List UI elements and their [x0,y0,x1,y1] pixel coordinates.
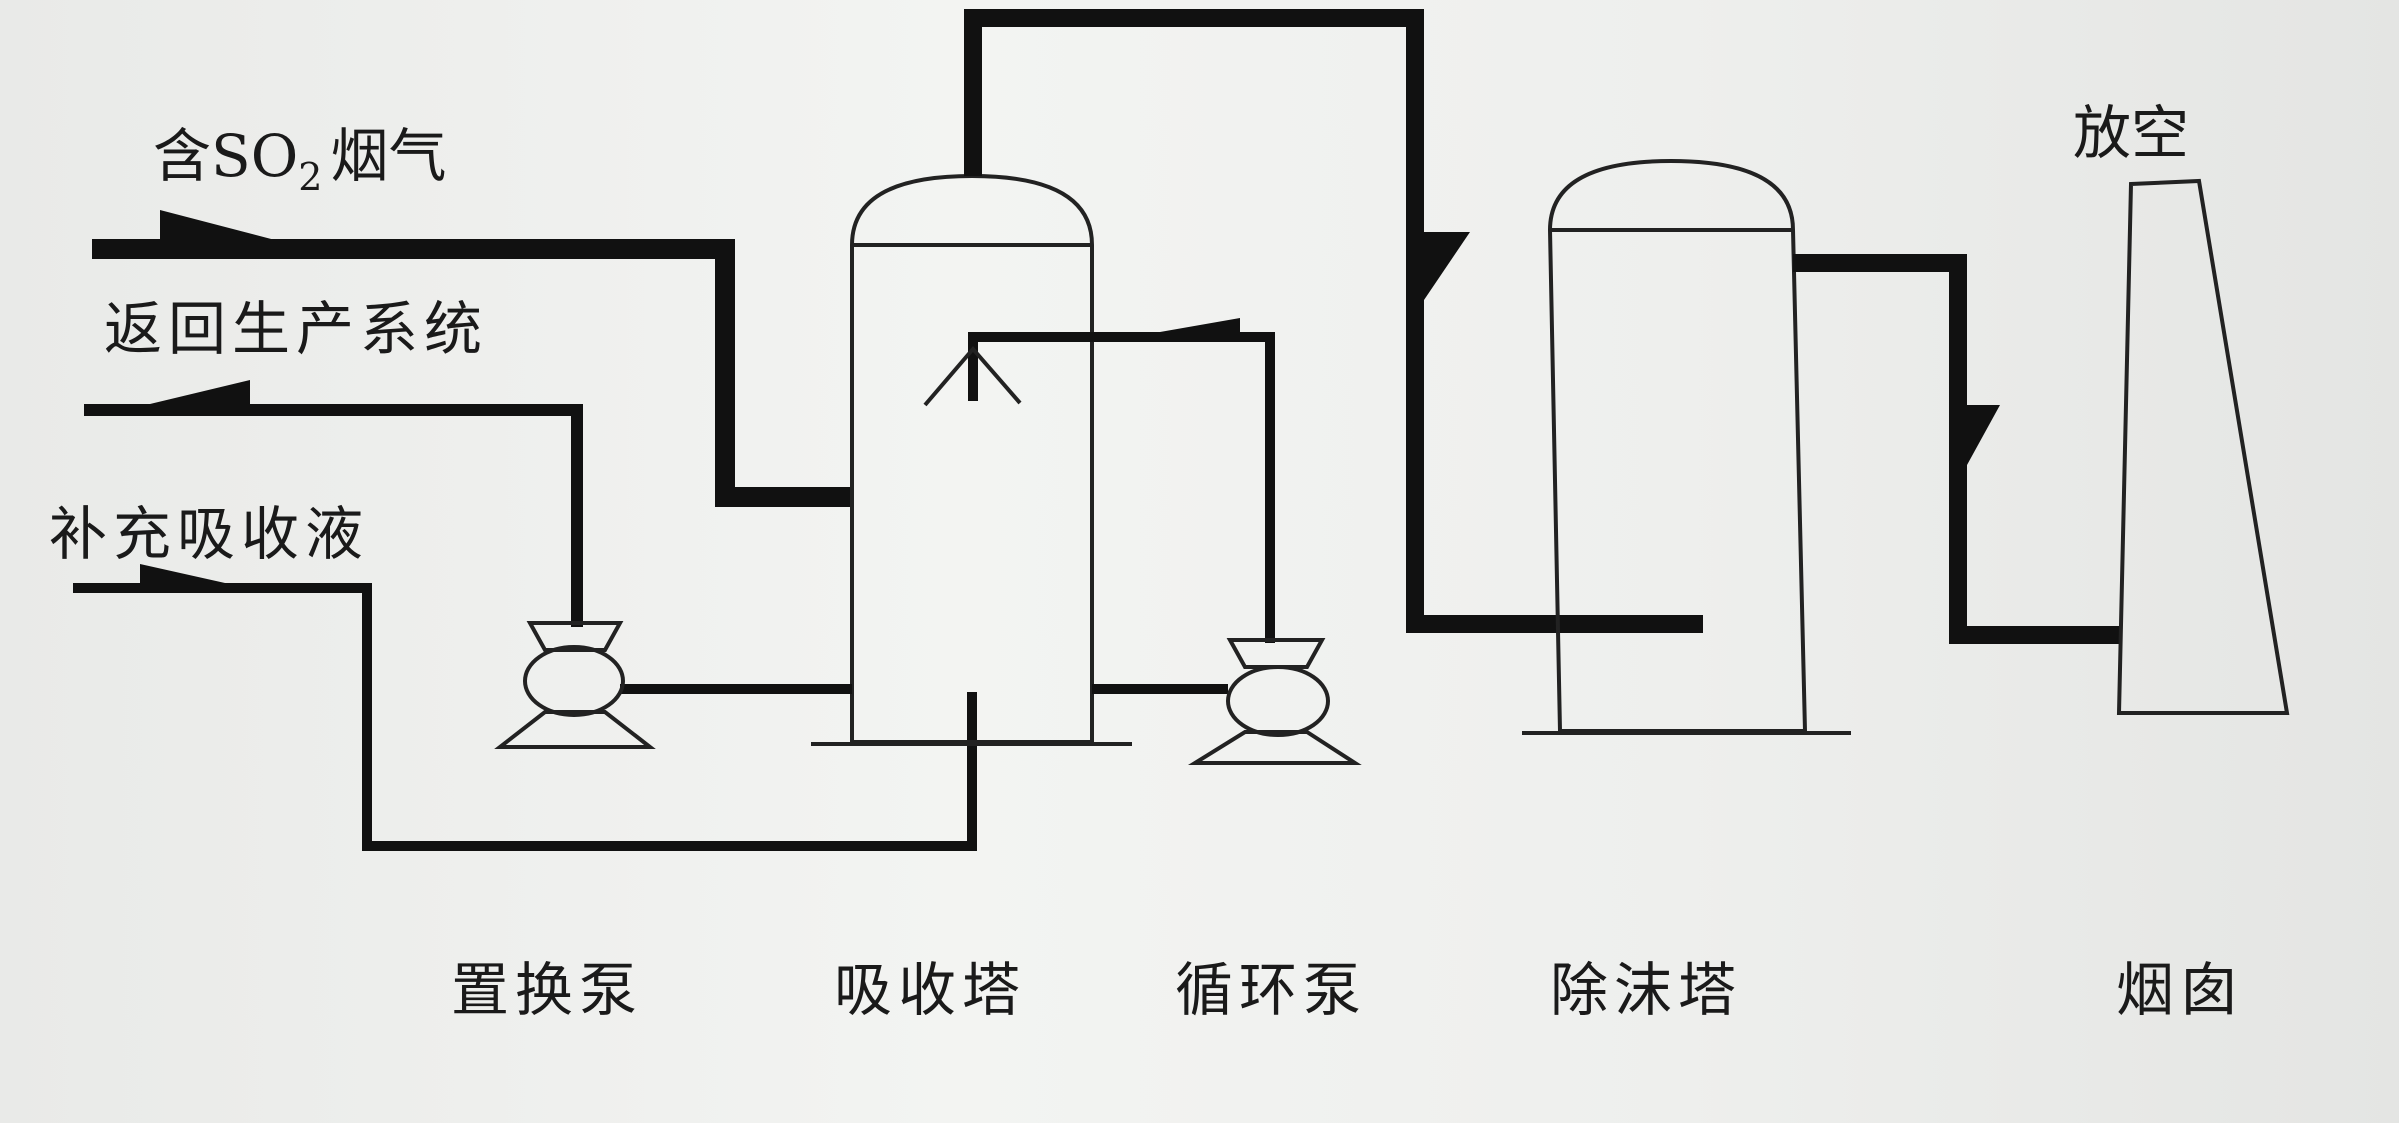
arrow-icon [1160,318,1240,332]
demister-label: 除沫塔 [1550,956,1742,1024]
inlet-gas-pipe [92,210,852,507]
circulation-pump-icon [1187,638,1362,765]
arrow-icon [1967,405,2000,465]
stack-label: 烟囱 [2116,956,2244,1024]
replacement-pump-label: 置换泵 [451,956,643,1024]
spray-nozzle-icon [923,345,1022,407]
outlet-pipe [1793,254,2119,644]
arrow-icon [1424,232,1470,300]
makeup-pipe [73,564,977,851]
replacement-pump-icon [494,621,656,749]
stack-icon [2116,178,2290,715]
arrow-icon [140,564,225,583]
makeup-label: 补充吸收液 [49,500,369,568]
circulation-pipe [923,318,1275,643]
return-pipe [84,380,583,627]
gas-transfer-pipe [964,9,1703,633]
demister-tower [1522,158,1851,735]
absorber-label: 吸收塔 [834,956,1026,1024]
arrow-icon [150,380,250,404]
vent-label: 放空 [2073,99,2189,167]
arrow-icon [160,210,275,240]
absorber-tower [811,173,1132,746]
return-label: 返回生产系统 [104,295,488,363]
circulation-pump-label: 循环泵 [1175,956,1367,1024]
